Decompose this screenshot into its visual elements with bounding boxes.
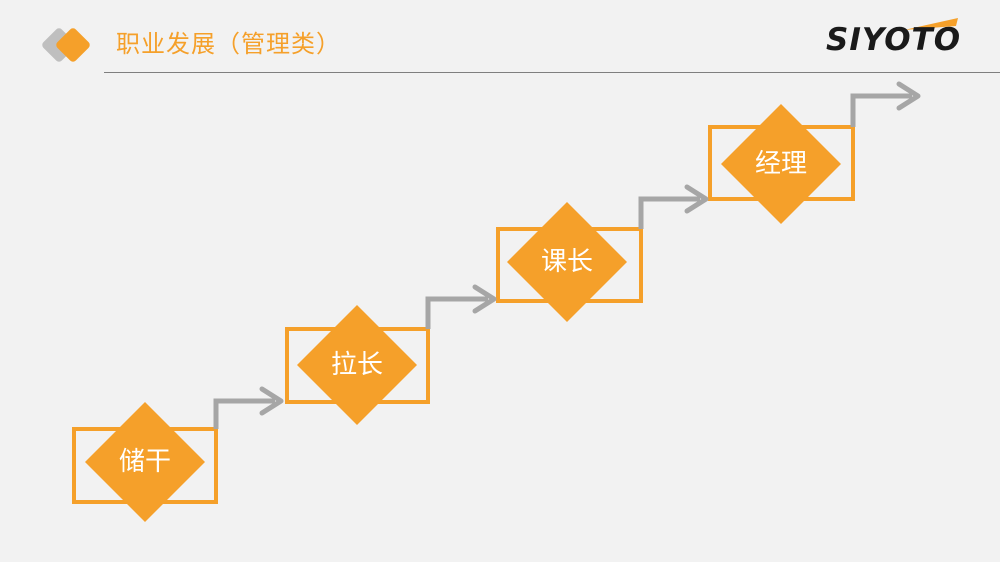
stage-box-4 <box>708 104 855 224</box>
step-arrow-1-head <box>259 386 284 416</box>
step-arrow-4-head <box>896 81 921 111</box>
logo-swoosh-icon <box>904 18 958 30</box>
header-divider <box>104 72 1000 73</box>
step-arrow-3-head <box>684 184 709 214</box>
step-arrow-4 <box>850 93 912 127</box>
stage-label-4: 经理 <box>754 149 807 179</box>
stage-label-3: 课长 <box>540 247 593 277</box>
company-logo: SIYOTO <box>826 14 962 60</box>
step-arrow-1 <box>213 398 275 429</box>
step-arrow-3 <box>638 196 700 229</box>
step-arrow-2 <box>425 296 488 329</box>
stage-box-3 <box>496 202 643 322</box>
diamond-bullet-icon <box>42 28 90 62</box>
stage-box-2 <box>285 305 430 425</box>
step-arrow-2-head <box>472 284 497 314</box>
page-title: 职业发展（管理类） <box>116 30 341 58</box>
stage-box-1 <box>72 402 218 522</box>
stage-label-2: 拉长 <box>330 350 383 380</box>
logo-wordmark: SIYOTO <box>826 22 962 58</box>
stage-label-1: 储干 <box>118 447 171 477</box>
